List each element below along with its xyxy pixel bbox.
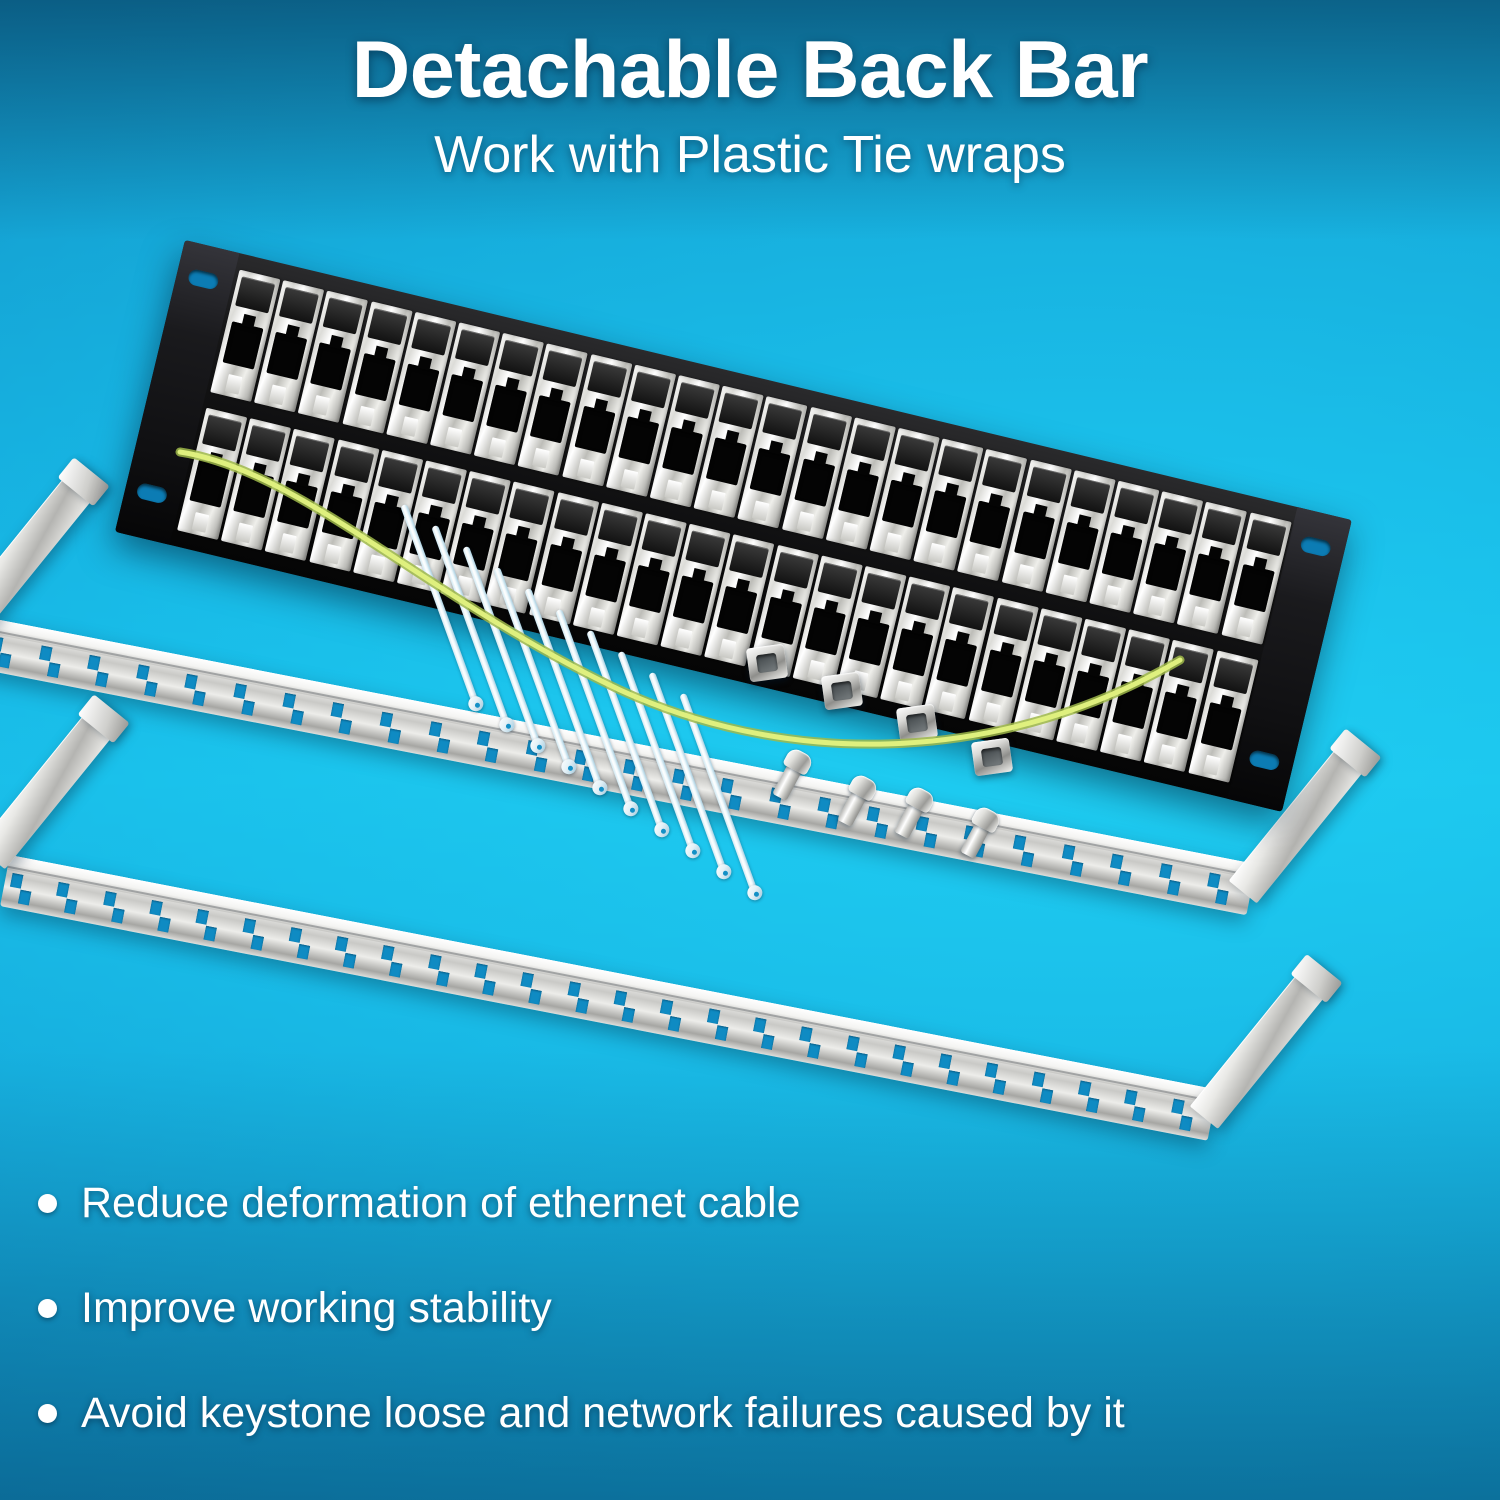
list-item: Reduce deformation of ethernet cable (38, 1179, 1458, 1228)
list-item: Avoid keystone loose and network failure… (38, 1389, 1458, 1438)
heading-block: Detachable Back Bar Work with Plastic Ti… (0, 24, 1500, 185)
mounting-screw (772, 758, 806, 802)
cage-nut (745, 643, 789, 683)
bullet-text: Reduce deformation of ethernet cable (81, 1179, 801, 1227)
feature-bullet-list: Reduce deformation of ethernet cable Imp… (38, 1179, 1458, 1438)
mounting-screw (894, 796, 928, 840)
bullet-dot-icon (38, 1299, 57, 1318)
bullet-text: Avoid keystone loose and network failure… (81, 1389, 1125, 1437)
bullet-dot-icon (38, 1194, 57, 1213)
page-subtitle: Work with Plastic Tie wraps (434, 126, 1066, 184)
cage-nut (970, 737, 1014, 777)
page-title: Detachable Back Bar (351, 25, 1149, 115)
cage-nut (895, 703, 939, 743)
bullet-dot-icon (38, 1404, 57, 1423)
mounting-screw (837, 784, 871, 828)
bullet-text: Improve working stability (81, 1284, 552, 1332)
list-item: Improve working stability (38, 1284, 1458, 1333)
mounting-screw (960, 816, 994, 860)
cage-nut (820, 671, 864, 711)
